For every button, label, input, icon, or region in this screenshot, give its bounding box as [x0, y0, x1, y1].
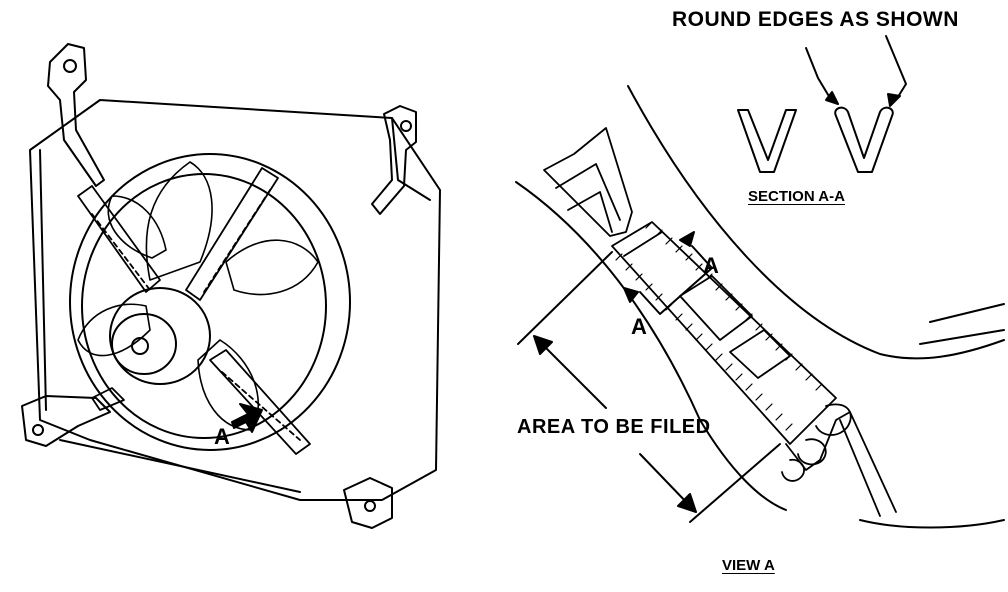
- bracket-top-right: [371, 105, 417, 215]
- section-cut-marker: [623, 231, 713, 315]
- strut-frame: [543, 127, 897, 517]
- bracket-top-left: [47, 43, 105, 187]
- view-a-label: VIEW A: [722, 557, 775, 574]
- cut-arrow-lower: [623, 287, 639, 303]
- bracket-hole-top-left: [63, 59, 77, 73]
- bracket-hole-bottom-right: [364, 500, 376, 512]
- bracket-bottom-right: [343, 477, 393, 529]
- motor-housing: [109, 287, 211, 385]
- shroud-arc-outer: [627, 85, 1005, 360]
- area-dimension: [517, 251, 781, 523]
- bracket-hole-bottom-left: [32, 424, 44, 436]
- cut-arrow-upper: [679, 231, 695, 247]
- fan-ring-inner: [81, 173, 327, 439]
- shroud-rim: [39, 117, 431, 493]
- callout-arrow: [231, 403, 263, 433]
- area-arrow-upper: [539, 341, 607, 409]
- section-a-a-label: SECTION A-A: [748, 188, 845, 205]
- shroud-outline: [29, 99, 441, 501]
- area-arrow-lower: [639, 453, 691, 507]
- area-to-be-filed-label: AREA TO BE FILED: [517, 416, 711, 438]
- leader-left: [805, 47, 831, 99]
- filed-area-hatching: [615, 221, 823, 431]
- cut-a-lower-label: A: [631, 314, 647, 339]
- fan-blades: [77, 161, 319, 431]
- cut-a-upper-label: A: [703, 253, 719, 278]
- round-edges-label: ROUND EDGES AS SHOWN: [672, 8, 959, 31]
- section-profiles: [737, 35, 907, 173]
- profile-rounded: [834, 106, 894, 173]
- bracket-bottom-left: [21, 395, 111, 447]
- motor-shaft: [131, 337, 149, 355]
- support-struts: [77, 167, 311, 455]
- lower-flange: [859, 303, 1005, 529]
- view-a-detail: [515, 35, 1005, 529]
- fan-ring-outer: [69, 153, 351, 451]
- profile-sharp: [737, 109, 797, 173]
- motor-face: [111, 313, 177, 375]
- shroud-arc-inner: [515, 181, 787, 511]
- leader-right: [885, 35, 907, 101]
- bracket-hole-top-right: [400, 120, 412, 132]
- fan-assembly: [21, 43, 441, 529]
- callout-a-label: A: [214, 424, 230, 449]
